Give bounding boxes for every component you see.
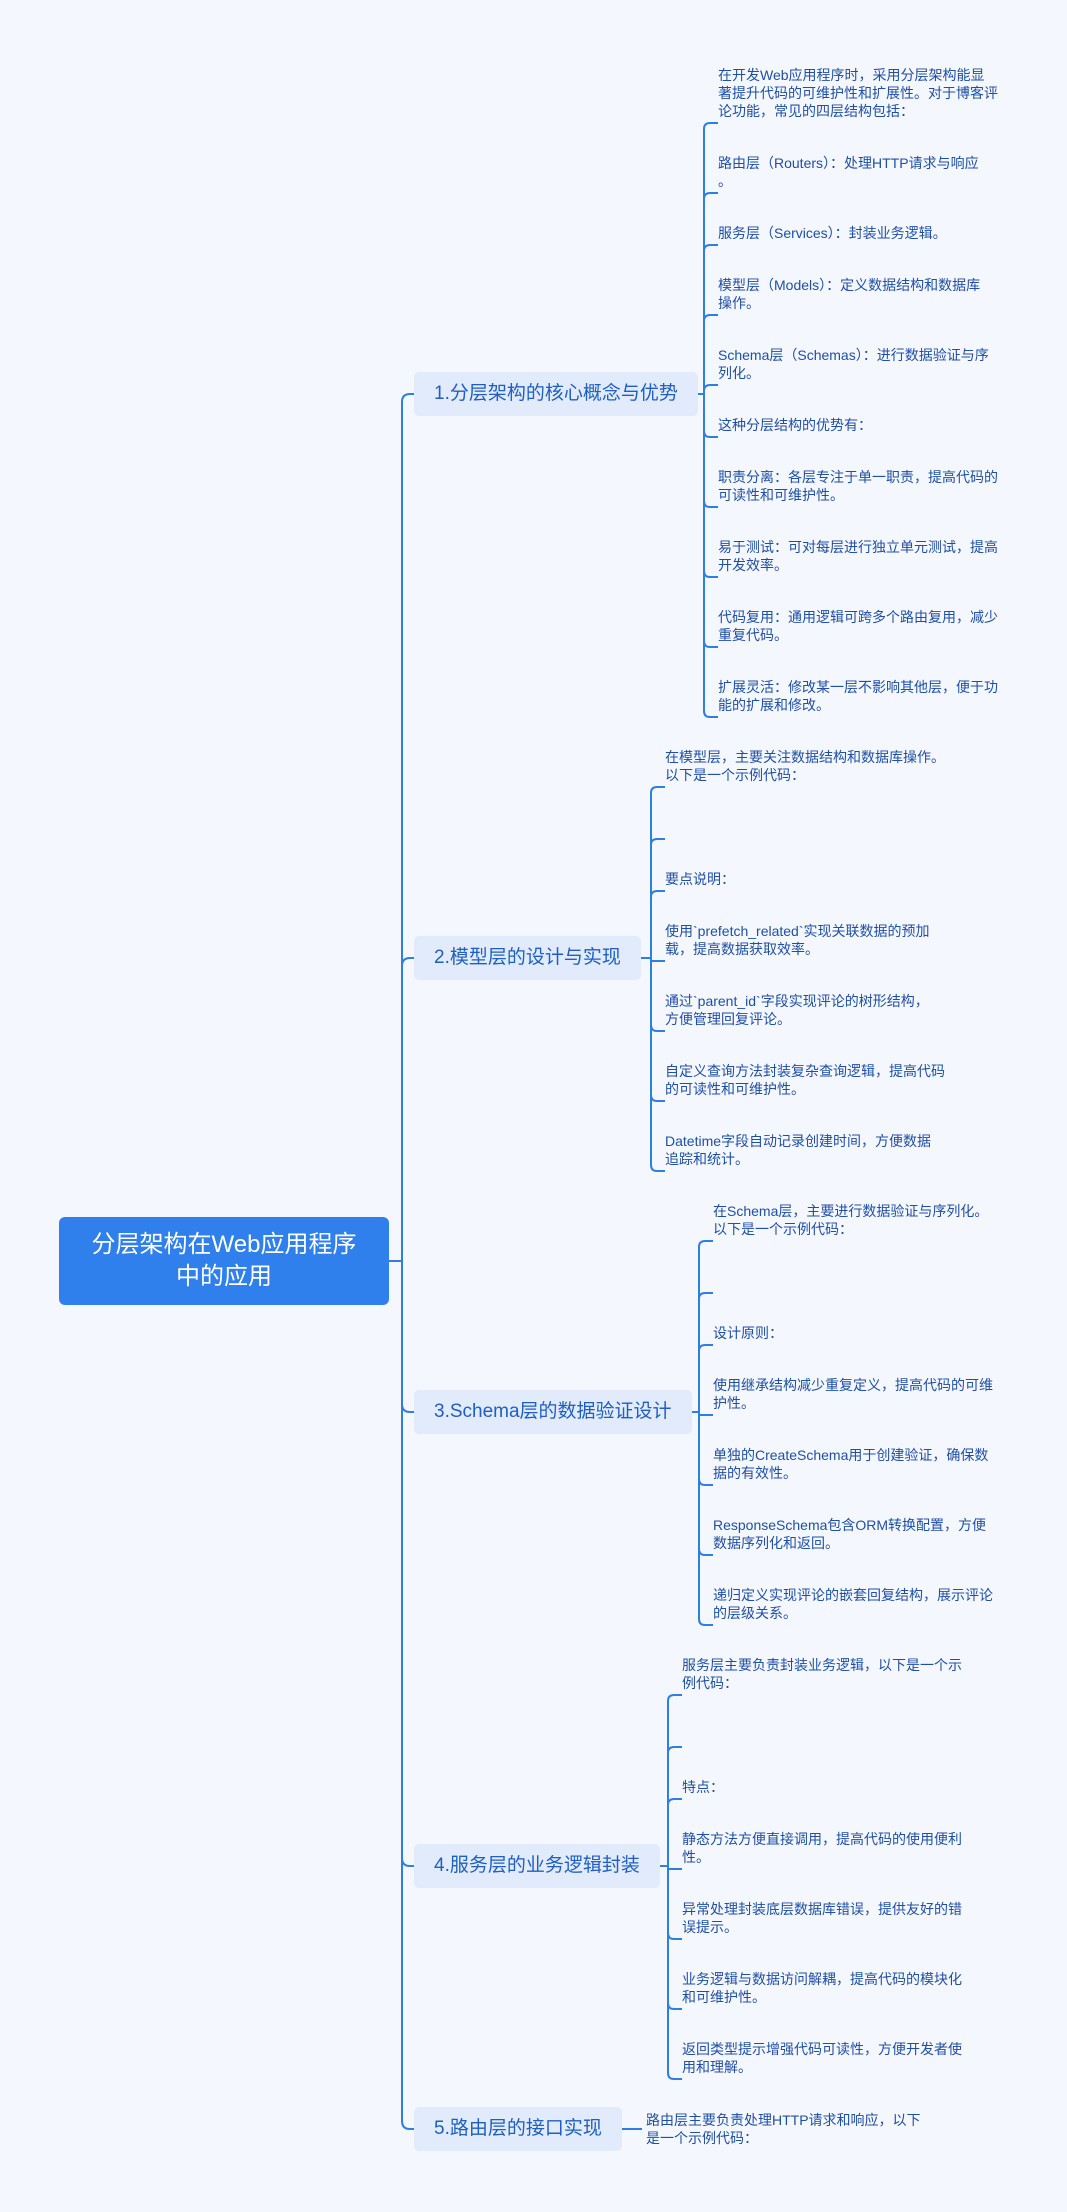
branch-1-leaf-line-10 (703, 394, 718, 718)
branch-2-leaf-line-7 (650, 958, 665, 1172)
branch-3-leaf-line-4 (698, 1412, 713, 1416)
branch-5[interactable]: 5.路由层的接口实现 (414, 2107, 622, 2151)
leaf-2-6: 自定义查询方法封装复杂查询逻辑，提高代码 的可读性和可维护性。 (665, 1063, 945, 1097)
leaf-3-6: ResponseSchema包含ORM转换配置，方便 数据序列化和返回。 (713, 1517, 987, 1551)
branch-1-leaf-line-5 (703, 384, 718, 394)
branch-2[interactable]: 2.模型层的设计与实现 (414, 936, 641, 980)
root-title: 分层架构在Web应用程序中的应用 (91, 1231, 357, 1290)
root-node[interactable]: 分层架构在Web应用程序中的应用 (59, 1217, 389, 1305)
branch-2-leaf-line-3 (650, 890, 665, 958)
branch-4-leaf-line-4 (667, 1866, 682, 1870)
branch-1-leaf-line-3 (703, 244, 718, 394)
branch-2-leaf-line-2 (650, 838, 665, 958)
branch-label: 5.路由层的接口实现 (434, 2118, 602, 2139)
leaf-2-3: 要点说明： (665, 871, 735, 887)
branch-4-leaf-line-1 (667, 1694, 682, 1866)
branch-1[interactable]: 1.分层架构的核心概念与优势 (414, 372, 698, 416)
trunk-to-branch-4 (401, 1261, 414, 1867)
branch-1-leaf-line-6 (703, 394, 718, 438)
branch-label: 2.模型层的设计与实现 (434, 947, 621, 968)
leaf-1-4: 模型层（Models）：定义数据结构和数据库 操作。 (718, 277, 981, 311)
leaf-4-4: 静态方法方便直接调用，提高代码的使用便利 性。 (682, 1831, 962, 1865)
branch-4-leaf-line-3 (667, 1798, 682, 1866)
branch-3-leaf-line-1 (698, 1240, 713, 1412)
leaf-1-7: 职责分离：各层专注于单一职责，提高代码的 可读性和可维护性。 (718, 469, 998, 503)
branch-3-leaf-line-3 (698, 1344, 713, 1412)
branch-3-leaf-line-2 (698, 1292, 713, 1412)
branch-3-leaf-line-7 (698, 1412, 713, 1626)
branch-1-leaf-line-2 (703, 192, 718, 394)
leaf-1-10: 扩展灵活：修改某一层不影响其他层，便于功 能的扩展和修改。 (718, 679, 998, 713)
leaf-4-7: 返回类型提示增强代码可读性，方便开发者使 用和理解。 (682, 2041, 962, 2075)
leaf-4-5: 异常处理封装底层数据库错误，提供友好的错 误提示。 (682, 1901, 962, 1935)
leaf-2-1: 在模型层，主要关注数据结构和数据库操作。 以下是一个示例代码： (665, 749, 945, 783)
branch-1-leaf-line-8 (703, 394, 718, 578)
trunk-to-branch-1 (401, 393, 414, 1261)
leaf-1-6: 这种分层结构的优势有： (718, 417, 872, 433)
leaf-1-3: 服务层（Services）：封装业务逻辑。 (718, 225, 947, 241)
leaf-1-2: 路由层（Routers）：处理HTTP请求与响应 。 (718, 155, 979, 189)
leaf-3-1: 在Schema层，主要进行数据验证与序列化。 以下是一个示例代码： (713, 1203, 989, 1237)
branch-label: 4.服务层的业务逻辑封装 (434, 1855, 640, 1876)
branch-1-leaf-line-7 (703, 394, 718, 508)
leaf-2-5: 通过`parent_id`字段实现评论的树形结构， 方便管理回复评论。 (665, 993, 929, 1027)
branch-3-leaf-line-5 (698, 1412, 713, 1486)
branch-label: 3.Schema层的数据验证设计 (434, 1401, 672, 1422)
leaf-4-1: 服务层主要负责封装业务逻辑，以下是一个示 例代码： (682, 1657, 962, 1691)
branch-1-leaf-line-1 (703, 122, 718, 394)
branch-1-leaf-line-4 (703, 314, 718, 394)
leaf-5-1: 路由层主要负责处理HTTP请求和响应，以下 是一个示例代码： (646, 2112, 921, 2146)
leaf-3-4: 使用继承结构减少重复定义，提高代码的可维 护性。 (713, 1377, 993, 1411)
trunk-to-branch-5 (401, 1261, 414, 2130)
leaf-3-7: 递归定义实现评论的嵌套回复结构，展示评论 的层级关系。 (713, 1587, 993, 1621)
branch-4-leaf-line-5 (667, 1866, 682, 1940)
branch-4-leaf-line-2 (667, 1746, 682, 1866)
leaf-2-4: 使用`prefetch_related`实现关联数据的预加 载，提高数据获取效率… (665, 923, 930, 957)
leaf-1-5: Schema层（Schemas）：进行数据验证与序 列化。 (718, 347, 989, 381)
branch-4[interactable]: 4.服务层的业务逻辑封装 (414, 1844, 660, 1888)
leaf-4-3: 特点： (682, 1779, 724, 1795)
trunk-to-branch-3 (401, 1261, 414, 1413)
branch-3[interactable]: 3.Schema层的数据验证设计 (414, 1390, 692, 1434)
leaf-1-9: 代码复用：通用逻辑可跨多个路由复用，减少 重复代码。 (718, 609, 998, 643)
leaf-1-8: 易于测试：可对每层进行独立单元测试，提高 开发效率。 (718, 539, 998, 573)
trunk-to-branch-2 (401, 957, 414, 1261)
leaf-3-5: 单独的CreateSchema用于创建验证，确保数 据的有效性。 (713, 1447, 989, 1481)
branch-2-leaf-line-1 (650, 786, 665, 958)
leaf-4-6: 业务逻辑与数据访问解耦，提高代码的模块化 和可维护性。 (682, 1971, 962, 2005)
branch-label: 1.分层架构的核心概念与优势 (434, 383, 678, 404)
branch-2-leaf-line-4 (650, 958, 665, 962)
leaf-1-1: 在开发Web应用程序时，采用分层架构能显 著提升代码的可维护性和扩展性。对于博客… (718, 67, 998, 119)
leaf-2-7: Datetime字段自动记录创建时间，方便数据 追踪和统计。 (665, 1133, 932, 1167)
leaf-3-3: 设计原则： (713, 1325, 783, 1341)
branch-2-leaf-line-5 (650, 958, 665, 1032)
branch-4-leaf-line-7 (667, 1866, 682, 2080)
branch-1-leaf-line-9 (703, 394, 718, 648)
